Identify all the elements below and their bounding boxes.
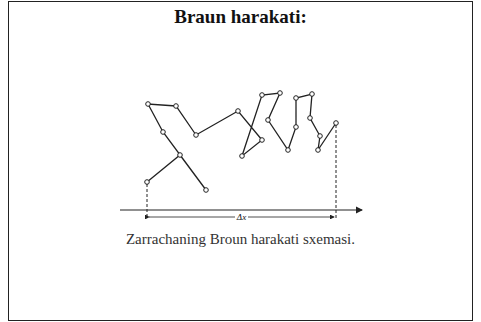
position-dot [266, 118, 271, 123]
position-dot [294, 125, 299, 130]
displacement-label: Δx [235, 212, 248, 222]
position-dot [240, 154, 245, 159]
position-dot [204, 188, 209, 193]
start-dash [147, 184, 148, 219]
title: Braun harakati: [0, 6, 481, 28]
position-dot [310, 92, 315, 97]
position-dot [260, 93, 265, 98]
position-dot [334, 121, 339, 126]
position-dot [286, 148, 291, 153]
position-dot [316, 148, 321, 153]
frame-border [9, 2, 473, 321]
position-dot [278, 91, 283, 96]
position-dot [236, 109, 241, 114]
position-dot [318, 134, 323, 139]
position-dot [260, 138, 265, 143]
position-dot [194, 133, 199, 138]
position-dot [161, 130, 166, 135]
position-dot [174, 104, 179, 109]
end-dash [336, 125, 337, 219]
position-dot [308, 116, 313, 121]
particle-path [147, 93, 336, 190]
axis-line [120, 209, 362, 210]
position-dot [294, 96, 299, 101]
position-dot [146, 102, 151, 107]
position-dot [178, 153, 183, 158]
position-dots [145, 91, 339, 193]
position-dot [145, 180, 150, 185]
caption: Zarrachaning Broun harakati sxemasi. [0, 231, 481, 248]
